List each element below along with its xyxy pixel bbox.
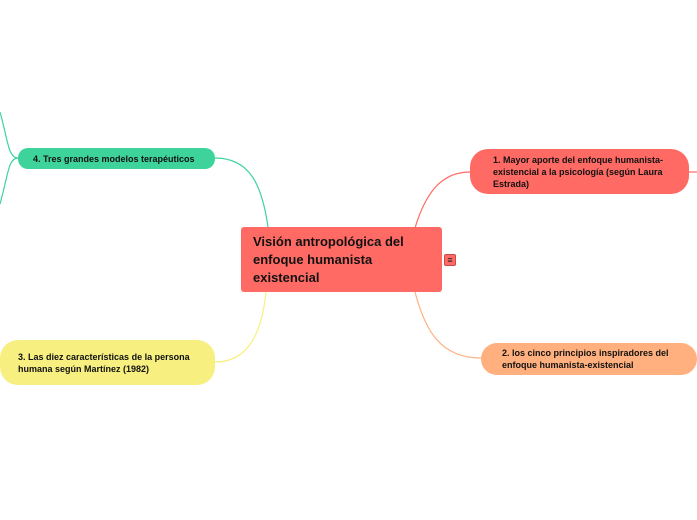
connector-n4-out-bottom — [0, 157, 19, 205]
connector-n1 — [414, 171, 471, 229]
central-topic-label: Visión antropológica del enfoque humanis… — [253, 233, 404, 285]
central-topic[interactable]: Visión antropológica del enfoque humanis… — [241, 227, 442, 292]
connector-n4-out-top — [0, 111, 19, 159]
menu-lines-icon[interactable]: ≡ — [444, 254, 456, 266]
connector-n2 — [414, 291, 482, 359]
topic-node-2[interactable]: 2. los cinco principios inspiradores del… — [481, 343, 697, 375]
topic-node-4[interactable]: 4. Tres grandes modelos terapéuticos — [18, 148, 215, 169]
topic-node-1[interactable]: 1. Mayor aporte del enfoque humanista-ex… — [470, 149, 689, 194]
topic-node-3[interactable]: 3. Las diez características de la person… — [0, 340, 215, 385]
topic-node-3-label: 3. Las diez características de la person… — [18, 351, 190, 374]
topic-node-4-label: 4. Tres grandes modelos terapéuticos — [33, 153, 195, 164]
connector-n4 — [214, 157, 269, 228]
connector-n3 — [214, 291, 267, 363]
topic-node-1-label: 1. Mayor aporte del enfoque humanista-ex… — [493, 154, 664, 189]
topic-node-2-label: 2. los cinco principios inspiradores del… — [502, 348, 669, 370]
